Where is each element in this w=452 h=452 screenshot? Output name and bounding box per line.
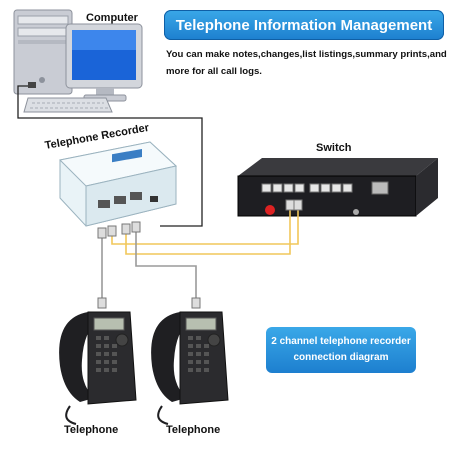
computer-label: Computer — [86, 12, 138, 24]
caption-line-2: connection diagram — [293, 352, 389, 363]
telephone-1 — [59, 311, 137, 425]
cable-line-1 — [111, 204, 299, 245]
switch-device — [237, 158, 438, 217]
switch-label: Switch — [316, 142, 352, 154]
computer-keyboard — [23, 97, 113, 113]
cable-computer-recorder — [17, 85, 203, 227]
cable-line-2 — [125, 204, 291, 255]
telephone-2-label: Telephone — [166, 424, 221, 436]
diagram-caption: 2 channel telephone recorder connection … — [266, 327, 416, 373]
cable-phone-2 — [135, 232, 197, 302]
telephone-1-label: Telephone — [64, 424, 119, 436]
telephone-2 — [151, 311, 229, 425]
telephone-recorder-device — [58, 141, 178, 227]
page-title-banner: Telephone Information Management — [164, 10, 444, 40]
caption-line-1: 2 channel telephone recorder — [271, 336, 411, 347]
computer-tower — [13, 9, 73, 95]
computer-monitor — [65, 23, 143, 102]
page-subtitle: You can make notes,changes,list listings… — [166, 49, 447, 77]
page-title: Telephone Information Management — [175, 16, 433, 34]
